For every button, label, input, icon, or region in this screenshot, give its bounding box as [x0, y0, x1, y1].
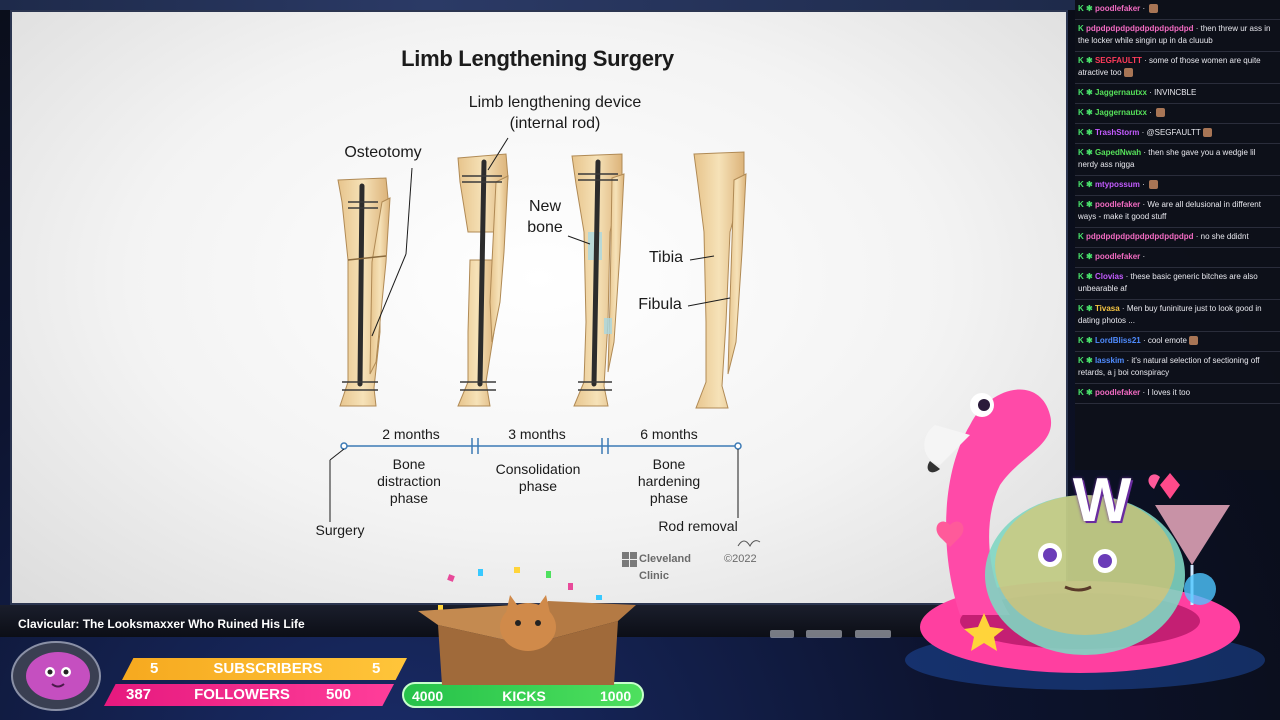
emote-icon	[1148, 180, 1158, 190]
control-button[interactable]	[806, 630, 843, 638]
artist-signature	[737, 540, 761, 548]
new-bone-label: New bone	[527, 198, 563, 236]
kicks-goal-bar: 4000 KICKS 1000	[402, 682, 644, 708]
chat-message: K ✱ GapedNwah · then she gave you a wedg…	[1075, 144, 1280, 176]
chat-message: K ✱ TrashStorm · @SEGFAULTT	[1075, 124, 1280, 144]
surgery-label: Surgery	[315, 522, 365, 538]
emote-icon	[1149, 4, 1159, 14]
phase-2-duration: 3 months	[508, 426, 566, 442]
w-badge: W	[1072, 466, 1132, 535]
phase-2-name: Consolidation phase	[495, 461, 581, 494]
limb-lengthening-diagram	[329, 137, 761, 567]
chat-message: K ✱ poodlefaker · We are all delusional …	[1075, 196, 1280, 228]
rod-removal-label: Rod removal	[658, 518, 738, 534]
chat-message: K ✱ poodlefaker ·	[1075, 0, 1280, 20]
chat-message: K pdpdpdpdpdpdpdpdpdpdpd · no she ddidnt	[1075, 228, 1280, 248]
emote-icon	[1188, 336, 1198, 346]
chat-message: K ✱ Jaggernautxx ·	[1075, 104, 1280, 124]
emote-icon	[1123, 68, 1133, 78]
chat-message: K ✱ Tivasa · Men buy funiniture just to …	[1075, 300, 1280, 332]
chat-message: K ✱ poodlefaker · I loves it too	[1075, 384, 1280, 404]
overlay-top-border	[0, 0, 1075, 10]
device-label: Limb lengthening device (internal rod)	[468, 94, 642, 132]
osteotomy-label: Osteotomy	[344, 144, 422, 161]
video-player[interactable]	[10, 10, 1068, 605]
flamingo-mascot	[905, 389, 1265, 690]
diagram-title: Limb Lengthening Surgery	[401, 46, 674, 71]
chat-message: K pdpdpdpdpdpdpdpdpdpdpd · then threw ur…	[1075, 20, 1280, 52]
phase-1-duration: 2 months	[382, 426, 440, 442]
emote-icon	[1202, 128, 1212, 138]
phase-3-name: Bone hardening phase	[637, 456, 701, 506]
control-button[interactable]	[770, 630, 794, 638]
chat-panel[interactable]: K ✱ poodlefaker · K pdpdpdpdpdpdpdpdpdpd…	[1075, 0, 1280, 470]
control-button[interactable]	[854, 630, 891, 638]
subscribers-goal-bar: 5 SUBSCRIBERS 5	[122, 658, 407, 680]
chat-message: K ✱ Jaggernautxx · INVINCBLE	[1075, 84, 1280, 104]
chat-message: K ✱ SEGFAULTT · some of those women are …	[1075, 52, 1280, 84]
chat-message: K ✱ LordBliss21 · cool emote	[1075, 332, 1280, 352]
timeline	[340, 438, 742, 454]
chat-message: K ✱ lasskim · it's natural selection of …	[1075, 352, 1280, 384]
fibula-label: Fibula	[638, 296, 682, 313]
tibia-label: Tibia	[648, 249, 684, 266]
emote-icon	[1156, 108, 1166, 118]
streamer-avatar	[11, 641, 101, 711]
chat-message: K ✱ poodlefaker ·	[1075, 248, 1280, 268]
cleveland-clinic-logo	[622, 552, 637, 567]
copyright-text: ©2022	[724, 553, 757, 565]
phase-1-name: Bone distraction phase	[377, 456, 441, 506]
chat-message: K ✱ Clovias · these basic generic bitche…	[1075, 268, 1280, 300]
cat-in-box-alert	[418, 567, 636, 685]
chat-message: K ✱ mtypossum ·	[1075, 176, 1280, 196]
credit-text: Cleveland Clinic	[639, 553, 691, 582]
phase-3-duration: 6 months	[640, 426, 698, 442]
followers-goal-bar: 387 FOLLOWERS 500	[104, 684, 394, 706]
video-controls[interactable]	[770, 625, 900, 638]
